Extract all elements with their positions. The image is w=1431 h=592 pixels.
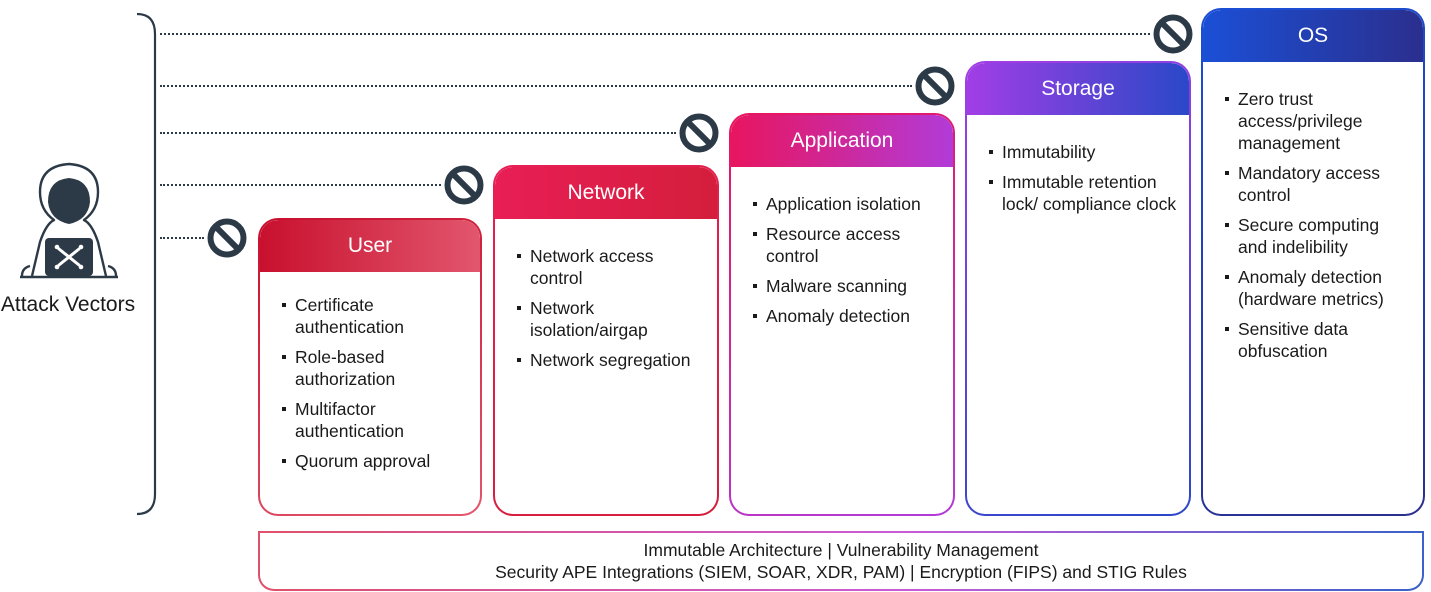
control-item: Certificate authentication bbox=[282, 294, 470, 338]
hacker-laptop-icon bbox=[20, 162, 118, 279]
control-item: Immutability bbox=[989, 141, 1179, 163]
blocked-icon bbox=[679, 113, 719, 153]
control-item: Network segregation bbox=[517, 349, 707, 371]
layer-title: Application bbox=[731, 115, 953, 167]
control-item: Multifactor authentication bbox=[282, 398, 470, 442]
control-item: Malware scanning bbox=[753, 275, 943, 297]
blocked-icon bbox=[1153, 14, 1193, 54]
attack-line bbox=[160, 184, 441, 186]
layer-title: OS bbox=[1203, 10, 1423, 62]
foundation-line-1: Immutable Architecture | Vulnerability M… bbox=[643, 540, 1039, 560]
blocked-icon bbox=[444, 165, 484, 205]
attack-line bbox=[160, 237, 204, 239]
control-item: Zero trust access/privilege management bbox=[1225, 88, 1413, 154]
attack-bracket bbox=[136, 12, 157, 516]
control-item: Mandatory access control bbox=[1225, 162, 1413, 206]
control-item: Resource access control bbox=[753, 223, 943, 267]
control-item: Secure computing and indelibility bbox=[1225, 214, 1413, 258]
attack-line bbox=[160, 132, 676, 134]
foundation-line-2: Security APE Integrations (SIEM, SOAR, X… bbox=[495, 562, 1187, 582]
blocked-icon bbox=[915, 66, 955, 106]
layer-title: Network bbox=[495, 167, 717, 219]
control-item: Role-based authorization bbox=[282, 346, 470, 390]
control-item: Network isolation/airgap bbox=[517, 297, 707, 341]
control-item: Application isolation bbox=[753, 193, 943, 215]
layer-card-os: OS Zero trust access/privilege management… bbox=[1201, 8, 1425, 516]
blocked-icon bbox=[207, 218, 247, 258]
layer-title: User bbox=[260, 220, 480, 272]
foundation-bar: Immutable Architecture | Vulnerability M… bbox=[258, 531, 1424, 591]
control-item: Anomaly detection (hardware metrics) bbox=[1225, 266, 1413, 310]
control-item: Immutable retention lock/ compliance clo… bbox=[989, 171, 1179, 215]
control-item: Sensitive data obfuscation bbox=[1225, 318, 1413, 362]
layer-title: Storage bbox=[967, 63, 1189, 115]
attack-vectors-label: Attack Vectors bbox=[0, 293, 136, 316]
attack-line bbox=[160, 85, 912, 87]
control-item: Quorum approval bbox=[282, 450, 470, 472]
attack-line bbox=[160, 33, 1150, 35]
control-item: Anomaly detection bbox=[753, 305, 943, 327]
control-item: Network access control bbox=[517, 245, 707, 289]
